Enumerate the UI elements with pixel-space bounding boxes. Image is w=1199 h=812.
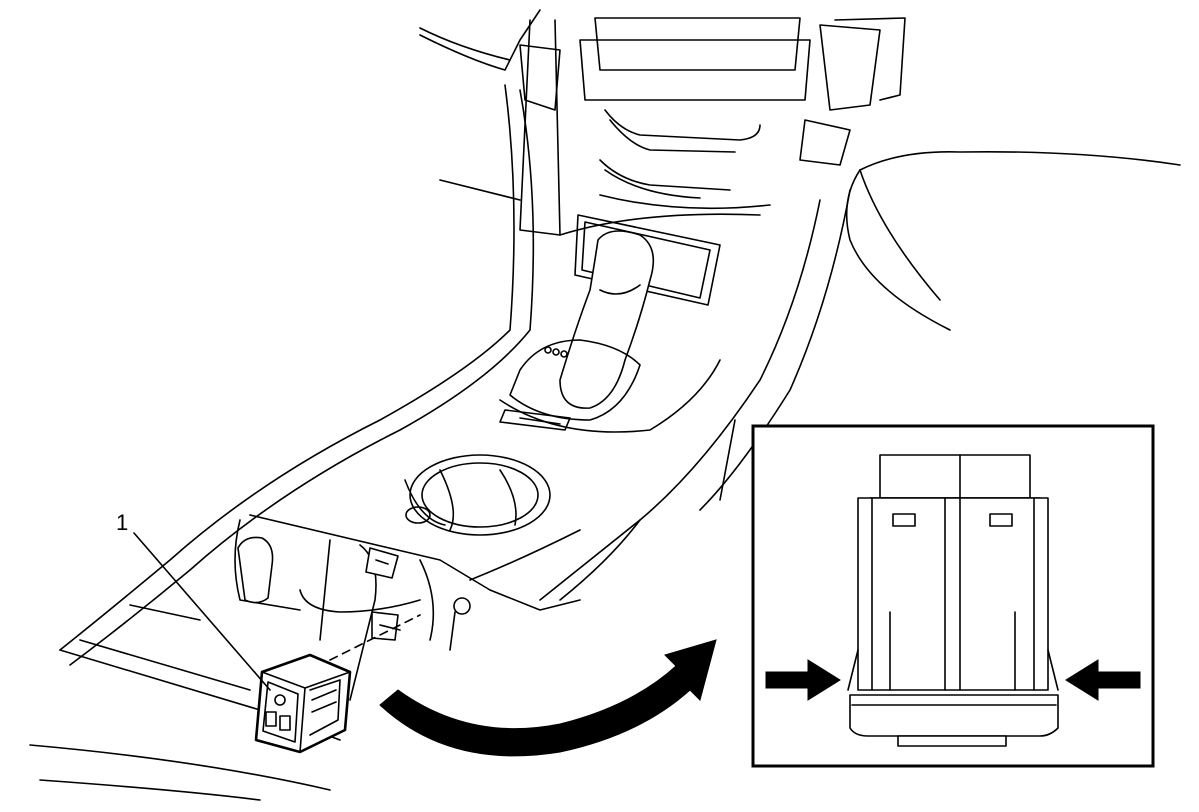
squeeze-arrow-left [765, 659, 841, 701]
callout-leader [133, 532, 271, 691]
squeeze-arrow-right [1065, 659, 1141, 701]
curved-arrow [379, 639, 717, 757]
console-outline [29, 9, 1181, 801]
inset-detail-view [751, 424, 1155, 768]
install-path-line [329, 614, 421, 661]
callout-number: 1 [116, 510, 129, 535]
usb-port-assembly [254, 653, 352, 754]
